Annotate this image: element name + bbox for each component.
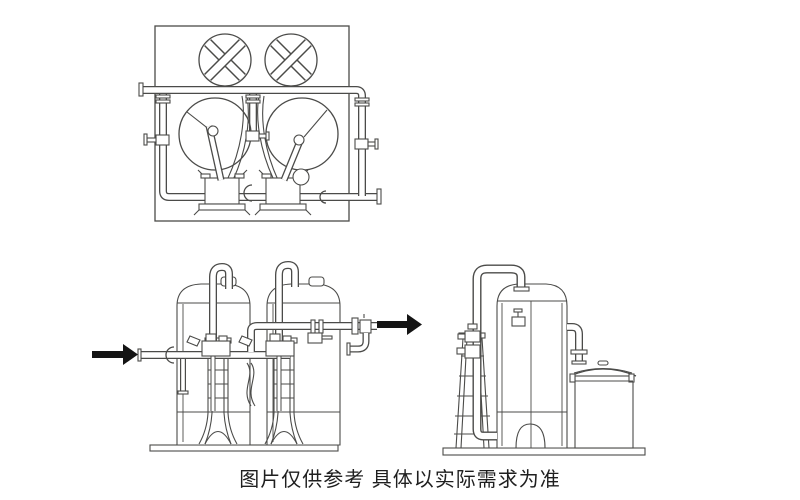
motor-flange-disc xyxy=(292,168,310,186)
pipe-end-cap xyxy=(376,188,382,205)
multiport-valve xyxy=(238,333,295,357)
unit-frame xyxy=(154,25,350,222)
base-plate xyxy=(442,447,646,456)
pipe-flanges xyxy=(155,94,370,107)
base-plate xyxy=(149,444,339,452)
pipe-end-cap xyxy=(138,82,144,97)
riser-gooseneck-pipe xyxy=(209,263,233,411)
riser-gooseneck-pipe xyxy=(275,261,299,411)
fan-cooling-unit-drawing xyxy=(138,25,382,222)
valve-fitting xyxy=(245,130,270,142)
reel-drum xyxy=(265,97,339,171)
pipe-coupling-flange xyxy=(165,346,175,364)
drain-elbow-pipe xyxy=(346,333,370,356)
caption-text: 图片仅供参考 具体以实际需求为准 xyxy=(239,469,561,491)
softener-tank xyxy=(496,283,568,449)
lid-knob xyxy=(597,360,609,366)
pump-box xyxy=(254,169,312,216)
valve-fitting xyxy=(143,133,170,146)
single-softener-drawing xyxy=(442,264,646,456)
fan-icon xyxy=(264,33,318,87)
tank-top-cap xyxy=(308,276,325,287)
outlet-elbow-pipe xyxy=(567,323,588,365)
tank-base-arch xyxy=(515,423,546,449)
top-and-right-pipe xyxy=(142,86,366,196)
pipe-coupling-flange xyxy=(243,184,253,202)
outlet-arrow-icon xyxy=(377,314,422,335)
reel-lever-rod xyxy=(280,134,305,182)
bottom-and-left-pipe xyxy=(159,88,378,201)
gooseneck-riser-pipe xyxy=(472,264,530,441)
outlet-manifold-pipe xyxy=(247,322,377,352)
brine-tank xyxy=(569,360,637,449)
multiport-valve xyxy=(186,333,231,357)
pump-box xyxy=(193,169,251,216)
duplex-softener-drawing xyxy=(92,261,422,452)
riser-valve-fittings xyxy=(456,323,481,359)
valve-fitting xyxy=(354,138,379,150)
drop-stub-pipe xyxy=(177,357,189,395)
union-fitting xyxy=(351,314,372,335)
reel-lever-rod xyxy=(205,125,225,181)
pipe-coupling-flange xyxy=(319,190,327,204)
fan-icon xyxy=(198,33,252,87)
drain-hose xyxy=(246,362,256,407)
manifold-valve xyxy=(307,319,333,344)
tank-front-port xyxy=(511,308,526,327)
inlet-arrow-icon xyxy=(92,344,138,365)
